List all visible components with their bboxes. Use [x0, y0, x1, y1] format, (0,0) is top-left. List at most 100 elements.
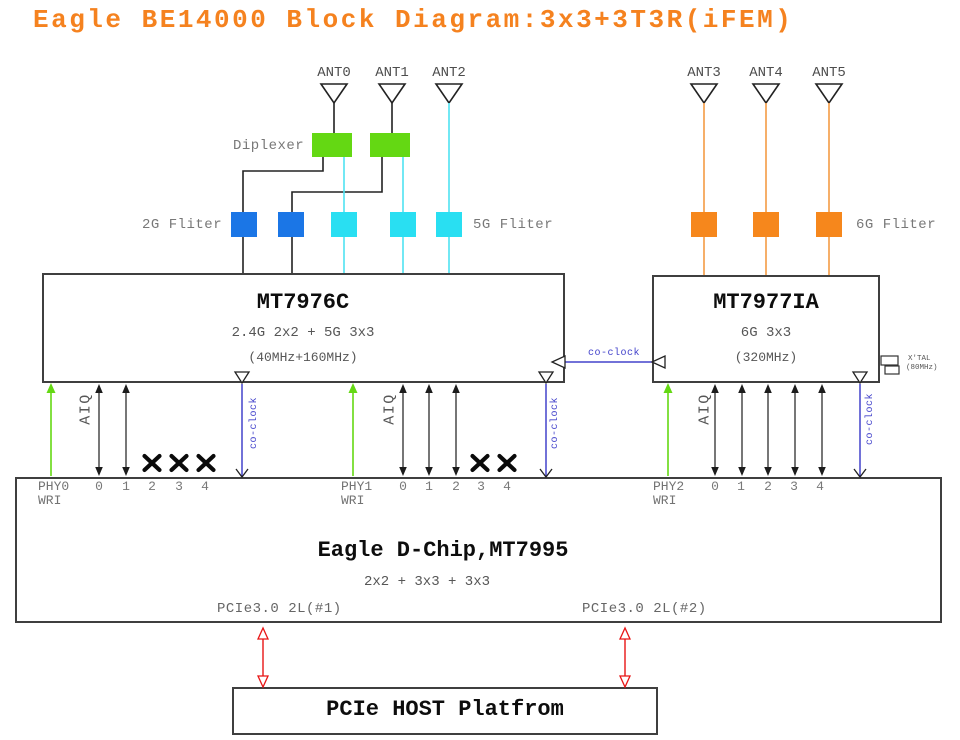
down-arrow-icon	[539, 468, 553, 479]
phy0-chain-2-label: 2	[148, 479, 156, 494]
antenna-icon	[377, 83, 407, 105]
diplexer-label: Diplexer	[233, 138, 305, 154]
diplexer-block	[370, 133, 410, 157]
port-triangle-icon	[851, 371, 869, 385]
phy2-chain-0-label: 0	[711, 479, 719, 494]
ant2-label: ANT2	[432, 65, 466, 81]
aiq-label: AIQ	[381, 393, 399, 425]
phy1-chain-0-label: 0	[399, 479, 407, 494]
phy0-chain-0-label: 0	[95, 479, 103, 494]
page-title: Eagle BE14000 Block Diagram:3x3+3T3R(iFE…	[33, 5, 794, 35]
left-arrow-icon	[650, 354, 666, 370]
chain-arrows	[95, 384, 826, 476]
phy1-chain-arrow	[399, 384, 407, 476]
aiq-label: AIQ	[77, 393, 95, 425]
ant5-label: ANT5	[812, 65, 846, 81]
phy1-wri-label: WRI	[341, 493, 365, 508]
down-arrow-icon	[853, 468, 867, 479]
phy0-chain-4-label: 4	[201, 479, 209, 494]
dchip-box	[15, 477, 942, 623]
pcie-arrow-2	[618, 626, 632, 689]
phy0-wri-label: WRI	[38, 493, 62, 508]
phy1-chain-arrow	[425, 384, 433, 476]
filter-5g-label: 5G Fliter	[473, 217, 554, 233]
co-clock-label-vertical: co-clock	[550, 396, 561, 450]
mt7977ia-box	[652, 275, 880, 383]
phy1-label: PHY1	[341, 479, 373, 494]
phy2-chain-1-label: 1	[737, 479, 745, 494]
phy2-chain-4-label: 4	[816, 479, 824, 494]
pcie-host-box	[232, 687, 658, 735]
phy1-chain-4-label: 4	[503, 479, 511, 494]
phy2-label: PHY2	[653, 479, 685, 494]
phy2-chain-arrow	[791, 384, 799, 476]
filter-6g-block	[816, 212, 842, 237]
phy1-chain-arrow	[452, 384, 460, 476]
phy2-chain-arrow	[818, 384, 826, 476]
co-clock-link	[550, 354, 666, 370]
mt7977ia-name: MT7977IA	[713, 290, 819, 315]
mt7976c-spec: 2.4G 2x2 + 5G 3x3	[231, 325, 375, 341]
port-triangle-icon	[233, 371, 251, 385]
phy1-chain-1-label: 1	[425, 479, 433, 494]
dchip-spec: 2x2 + 3x3 + 3x3	[363, 574, 491, 590]
down-arrow-icon	[235, 468, 249, 479]
filter-6g-block	[691, 212, 717, 237]
ant4-label: ANT4	[749, 65, 783, 81]
phy2-wri-label: WRI	[653, 493, 677, 508]
antenna-icon	[751, 83, 781, 105]
disabled-chain-x-icons	[142, 453, 517, 473]
x-icon	[142, 453, 162, 473]
pcie1-label: PCIe3.0 2L(#1)	[217, 601, 342, 617]
filter-6g-block	[753, 212, 779, 237]
x-icon	[169, 453, 189, 473]
antenna-icon	[319, 83, 349, 105]
ant1-label: ANT1	[375, 65, 409, 81]
filter-5g-block	[331, 212, 357, 237]
port-triangle-icon	[537, 371, 555, 385]
filter-5g-block	[436, 212, 462, 237]
x-icon	[497, 453, 517, 473]
co-clock-label-vertical: co-clock	[249, 396, 260, 450]
phy0-chain-arrow	[122, 384, 130, 476]
antenna-icons	[319, 83, 844, 105]
antenna-icon	[689, 83, 719, 105]
phy2-chain-arrow	[711, 384, 719, 476]
co-clock-label: co-clock	[588, 348, 641, 359]
filter-2g-block	[231, 212, 257, 237]
phy2-chain-2-label: 2	[764, 479, 772, 494]
filter-2g-block	[278, 212, 304, 237]
antenna-icon	[434, 83, 464, 105]
mt7976c-bandwidth: (40MHz+160MHz)	[248, 350, 358, 365]
antenna-icon	[814, 83, 844, 105]
pcie-arrow-1	[256, 626, 270, 689]
phy2-chain-3-label: 3	[790, 479, 798, 494]
aiq-label: AIQ	[696, 393, 714, 425]
left-arrow-icon	[550, 354, 566, 370]
filter-5g-block	[390, 212, 416, 237]
phy1-chain-3-label: 3	[477, 479, 485, 494]
phy0-chain-3-label: 3	[175, 479, 183, 494]
phy1-chain-2-label: 2	[452, 479, 460, 494]
xtal-freq-label: (80MHz)	[906, 364, 938, 372]
phy0-label: PHY0	[38, 479, 70, 494]
aiq-green-arrows	[46, 383, 673, 476]
filter-6g-label: 6G Fliter	[856, 217, 937, 233]
filter-2g-label: 2G Fliter	[142, 217, 223, 233]
antenna-stems	[333, 103, 830, 275]
x-icon	[470, 453, 490, 473]
xtal-name-label: X'TAL	[908, 355, 931, 363]
x-icon	[196, 453, 216, 473]
xtal-icon	[880, 355, 900, 375]
ant0-label: ANT0	[317, 65, 351, 81]
mt7976c-name: MT7976C	[256, 290, 350, 315]
mt7976c-box	[42, 273, 565, 383]
co-clock-drops	[233, 371, 869, 479]
dchip-name: Eagle D-Chip,MT7995	[317, 538, 569, 563]
pcie-arrows	[256, 626, 632, 689]
phy0-chain-1-label: 1	[122, 479, 130, 494]
ant3-label: ANT3	[687, 65, 721, 81]
pcie2-label: PCIe3.0 2L(#2)	[582, 601, 707, 617]
mt7977ia-bandwidth: (320MHz)	[734, 350, 798, 365]
